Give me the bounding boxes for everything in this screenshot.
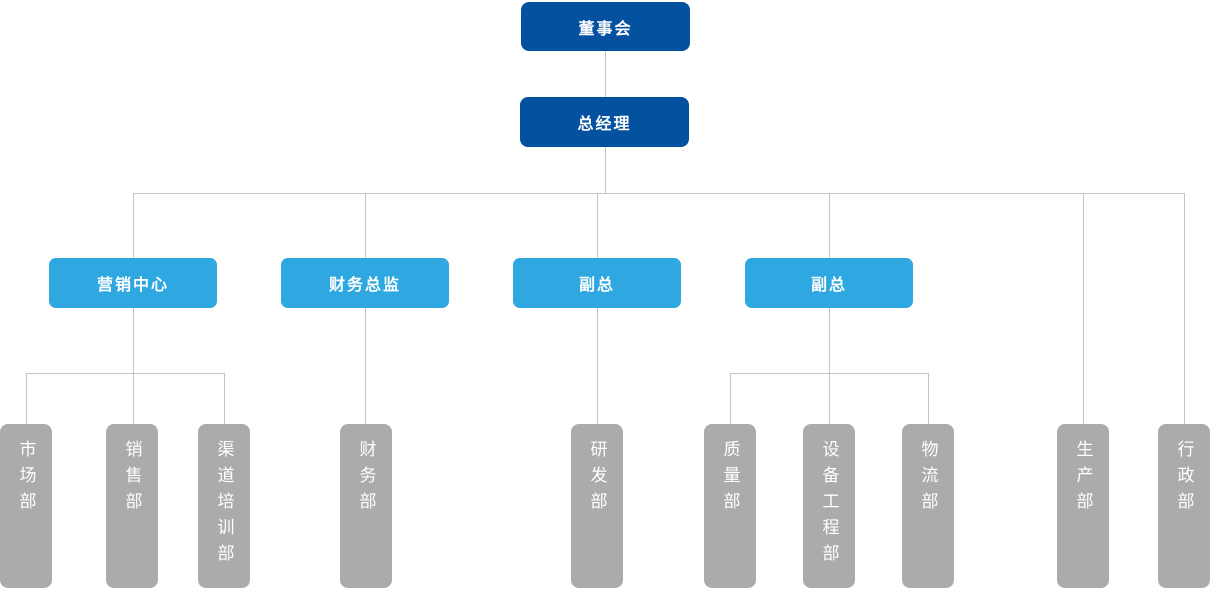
org-node-vice-president-1: 副总 bbox=[513, 258, 681, 308]
dept-label: 市场部 bbox=[16, 440, 36, 518]
org-node-dept-administration: 行政部 bbox=[1158, 424, 1210, 588]
org-node-dept-channel-training: 渠道培训部 bbox=[198, 424, 250, 588]
connector-line bbox=[730, 373, 731, 425]
dept-label: 销售部 bbox=[122, 440, 142, 518]
org-node-dept-logistics: 物流部 bbox=[902, 424, 954, 588]
dept-label: 财务部 bbox=[356, 440, 376, 518]
org-node-dept-market: 市场部 bbox=[0, 424, 52, 588]
dept-label: 设备工程部 bbox=[819, 440, 839, 570]
dept-label: 生产部 bbox=[1073, 440, 1093, 518]
dept-label: 渠道培训部 bbox=[214, 440, 234, 570]
connector-line bbox=[26, 373, 27, 425]
connector-line bbox=[1083, 193, 1084, 424]
connector-line bbox=[133, 308, 134, 425]
dept-label: 质量部 bbox=[720, 440, 740, 518]
dept-label: 研发部 bbox=[587, 440, 607, 518]
connector-line bbox=[133, 193, 134, 258]
connector-line bbox=[597, 193, 598, 258]
connector-line bbox=[605, 147, 606, 193]
org-node-general-manager: 总经理 bbox=[520, 97, 689, 147]
connector-line bbox=[365, 308, 366, 425]
connector-line bbox=[605, 51, 606, 97]
connector-line bbox=[829, 193, 830, 258]
org-node-dept-quality: 质量部 bbox=[704, 424, 756, 588]
org-node-dept-rnd: 研发部 bbox=[571, 424, 623, 588]
org-node-dept-finance: 财务部 bbox=[340, 424, 392, 588]
dept-label: 物流部 bbox=[918, 440, 938, 518]
connector-line bbox=[829, 308, 830, 425]
connector-line bbox=[730, 373, 928, 374]
connector-line bbox=[597, 308, 598, 425]
connector-line bbox=[928, 373, 929, 425]
org-node-marketing-center: 营销中心 bbox=[49, 258, 217, 308]
org-node-dept-equipment-engineering: 设备工程部 bbox=[803, 424, 855, 588]
org-node-vice-president-2: 副总 bbox=[745, 258, 913, 308]
connector-line bbox=[365, 193, 366, 258]
dept-label: 行政部 bbox=[1174, 440, 1194, 518]
org-node-board: 董事会 bbox=[521, 2, 690, 51]
org-node-finance-director: 财务总监 bbox=[281, 258, 449, 308]
org-node-dept-sales: 销售部 bbox=[106, 424, 158, 588]
org-node-dept-production: 生产部 bbox=[1057, 424, 1109, 588]
connector-line bbox=[1184, 193, 1185, 424]
connector-line bbox=[133, 193, 1185, 194]
connector-line bbox=[26, 373, 224, 374]
connector-line bbox=[224, 373, 225, 425]
